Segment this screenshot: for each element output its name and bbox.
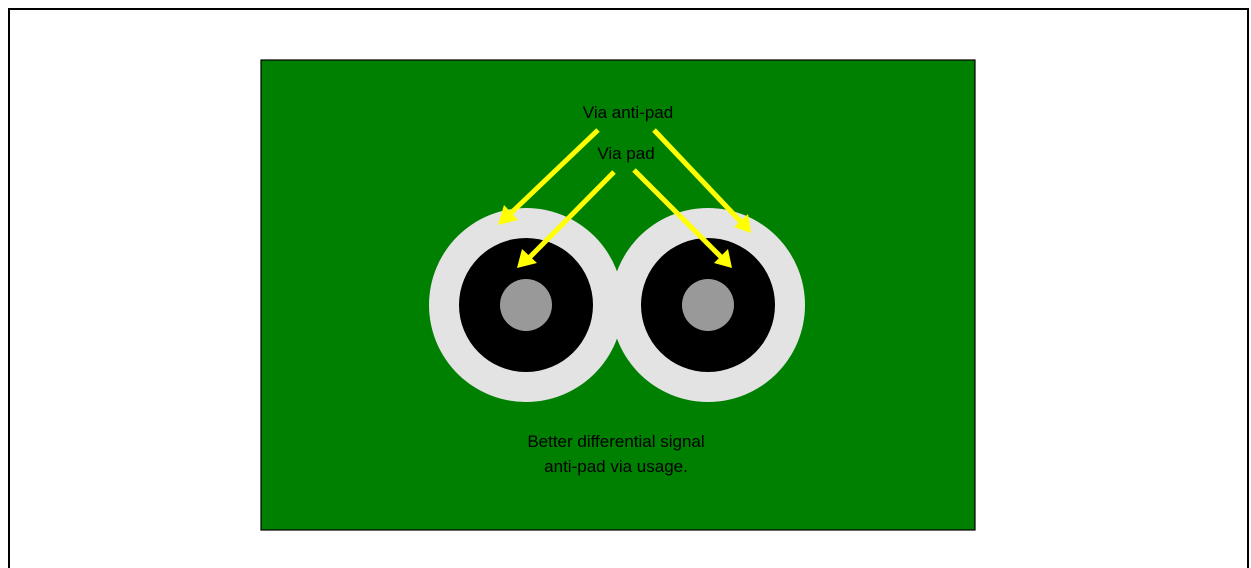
arrow-anti-pad-right [652, 128, 751, 233]
via-drill-left [500, 279, 552, 331]
label-via-pad: Via pad [597, 144, 654, 163]
arrow-anti-pad-left [498, 128, 600, 225]
arrow-pad-right [632, 168, 732, 268]
caption-line-2: anti-pad via usage. [544, 457, 688, 476]
arrow-pad-left [517, 170, 616, 268]
caption-line-1: Better differential signal [527, 432, 704, 451]
figure-frame [8, 8, 1249, 568]
via-drill-right [682, 279, 734, 331]
via-left [429, 208, 623, 402]
via-right [611, 208, 805, 402]
label-via-anti-pad: Via anti-pad [583, 103, 673, 122]
